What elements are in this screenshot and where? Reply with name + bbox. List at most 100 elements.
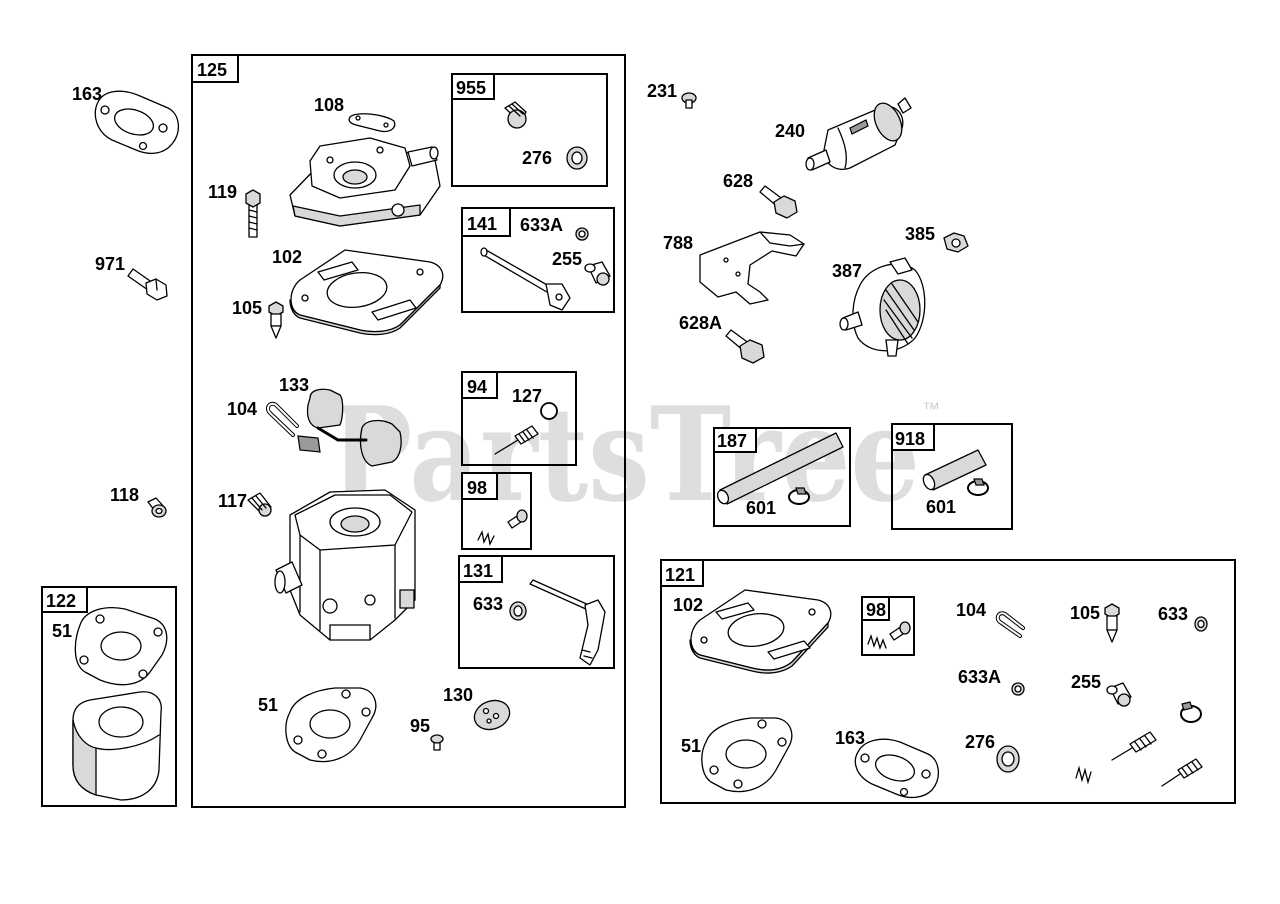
choke-shaft-drawing (529, 579, 606, 666)
fuel-filter-drawing (805, 97, 912, 171)
kit-918-box (891, 423, 1013, 530)
clamp-601-918-drawing (967, 478, 989, 496)
throttle-shaft-drawing (480, 247, 571, 311)
fitting-118-drawing (147, 497, 167, 518)
callout-oring-127: 127 (512, 386, 542, 406)
kit-955-box (451, 73, 608, 187)
sleeve-255-kit-drawing (1106, 682, 1132, 707)
callout-gasket-163: 163 (835, 728, 865, 748)
callout-screw-231: 231 (647, 81, 677, 101)
kit-121-sub-label-98: 98 (866, 600, 886, 620)
pin-104-drawing (265, 401, 299, 437)
kit-121-box (660, 559, 1236, 804)
trademark: ™ (922, 399, 940, 419)
kit-955-label: 955 (456, 78, 486, 98)
sleeve-255-drawing (584, 261, 611, 286)
plate-102-drawing (289, 249, 444, 336)
callout-pin-104: 104 (956, 600, 986, 620)
main-needle-kit-drawing (1161, 758, 1203, 787)
float-133-drawing (297, 388, 402, 467)
callout-needle-105: 105 (1070, 603, 1100, 623)
kit-121-label: 121 (665, 565, 695, 585)
callout-float-133: 133 (279, 375, 309, 395)
kit-121-tag (660, 559, 704, 587)
plug-drawing (504, 101, 527, 129)
fuel-line-187-drawing (716, 432, 844, 505)
kit-141-tag (461, 207, 511, 237)
screw-231-drawing (681, 92, 697, 109)
kit-122-tag (41, 586, 88, 613)
assembly-125-tag (191, 54, 239, 83)
screw-drawing (507, 509, 528, 529)
kit-98-tag (461, 472, 498, 500)
spacer-block-drawing (72, 691, 162, 801)
clamp-601-drawing (788, 487, 810, 505)
bolt-628-drawing (759, 185, 798, 219)
washer-276-kit-drawing (996, 745, 1020, 773)
callout-gasket-51: 51 (681, 736, 701, 756)
kit-955-tag (451, 73, 495, 100)
mixture-needle-drawing (494, 425, 539, 455)
screw-95-drawing (430, 734, 444, 751)
spring-kit-drawing (1075, 765, 1092, 785)
callout-plate-102: 102 (272, 247, 302, 267)
callout-oring-633a: 633A (520, 215, 563, 235)
callout-fuel-pump-387: 387 (832, 261, 862, 281)
screw-119-drawing (245, 189, 261, 238)
kit-122-box (41, 586, 177, 807)
assembly-125-box (191, 54, 626, 808)
assembly-125-label: 125 (197, 60, 227, 80)
needle-105-drawing (268, 301, 284, 339)
gasket-51-drawing (74, 607, 168, 686)
kit-187-box (713, 427, 851, 527)
callout-pin-104: 104 (227, 399, 257, 419)
nut-385-drawing (943, 232, 969, 253)
spring-drawing (477, 530, 495, 546)
washer-276-drawing (566, 146, 588, 170)
kit-121-sub-tag-98 (861, 596, 890, 621)
fuel-line-918-drawing (922, 449, 987, 491)
callout-clamp-601: 601 (746, 498, 776, 518)
callout-sleeve-255: 255 (552, 249, 582, 269)
kit-918-label: 918 (895, 429, 925, 449)
kit-131-tag (458, 555, 503, 583)
callout-screw-119: 119 (208, 182, 237, 202)
oring-633a-kit-drawing (1011, 682, 1025, 696)
kit-98-label: 98 (467, 478, 487, 498)
ring-633-kit-drawing (1194, 616, 1208, 632)
callout-gasket-163: 163 (72, 84, 102, 104)
oring-633a-drawing (575, 227, 589, 241)
fuel-pump-drawing (839, 257, 926, 357)
carburetor-body-drawing (274, 489, 416, 641)
plate-102-kit-drawing (689, 589, 832, 674)
bolt-628a-drawing (725, 329, 765, 364)
gasket-108-drawing (348, 113, 396, 133)
idle-needle-kit-drawing (1111, 731, 1157, 761)
gasket-163-drawing (94, 90, 179, 155)
callout-gasket-51: 51 (52, 621, 72, 641)
callout-sleeve-255: 255 (1071, 672, 1101, 692)
callout-fuel-filter-240: 240 (775, 121, 805, 141)
callout-screw-95: 95 (410, 716, 430, 736)
carburetor-top-drawing (289, 137, 441, 227)
callout-disk-130: 130 (443, 685, 473, 705)
kit-122-label: 122 (46, 591, 76, 611)
kit-94-box (461, 371, 577, 466)
callout-clamp-601: 601 (926, 497, 956, 517)
callout-bolt-628a: 628A (679, 313, 722, 333)
kit-94-label: 94 (467, 377, 487, 397)
callout-needle-105: 105 (232, 298, 262, 318)
kit-131-box (458, 555, 615, 669)
oring-127-drawing (540, 402, 558, 420)
ring-633-drawing (509, 601, 527, 621)
bracket-788-drawing (699, 231, 805, 305)
bolt-971-drawing (127, 268, 168, 301)
callout-gasket-51: 51 (258, 695, 278, 715)
fitting-117-drawing (247, 492, 272, 517)
callout-ring-633: 633 (1158, 604, 1188, 624)
kit-94-tag (461, 371, 498, 399)
needle-105-kit-drawing (1104, 603, 1120, 643)
callout-washer-276: 276 (965, 732, 995, 752)
